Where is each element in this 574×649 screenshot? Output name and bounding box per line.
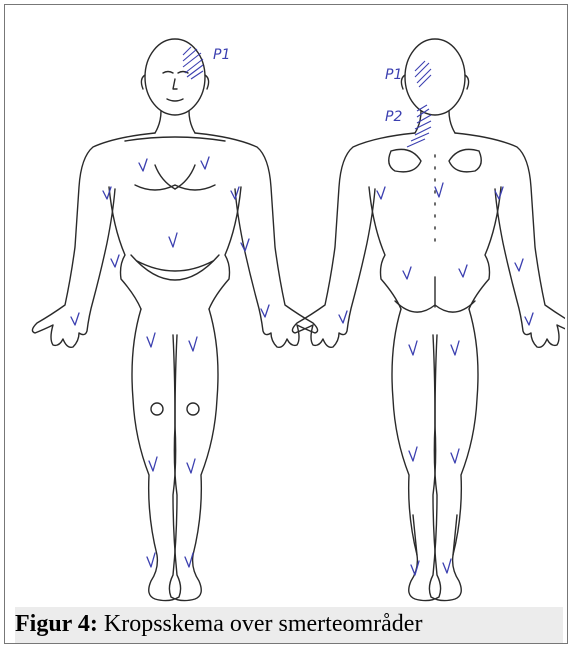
figure-frame: P1 xyxy=(4,4,568,644)
front-head-pain-hatch xyxy=(183,47,203,79)
front-body-outline xyxy=(32,39,317,601)
back-p2-label: P2 xyxy=(385,109,402,125)
figure-caption: Figur 4: Kropsskema over smerteområder xyxy=(15,607,563,643)
back-body-outline xyxy=(292,39,565,601)
front-p1-label: P1 xyxy=(213,47,230,63)
caption-label: Figur 4: xyxy=(15,611,98,637)
body-chart-svg: P1 xyxy=(15,15,565,615)
body-chart-figure: P1 xyxy=(15,15,565,615)
back-p1-label: P1 xyxy=(385,67,402,83)
back-head-pain-hatch xyxy=(415,61,431,87)
caption-text: Kropsskema over smerteområder xyxy=(98,611,423,637)
